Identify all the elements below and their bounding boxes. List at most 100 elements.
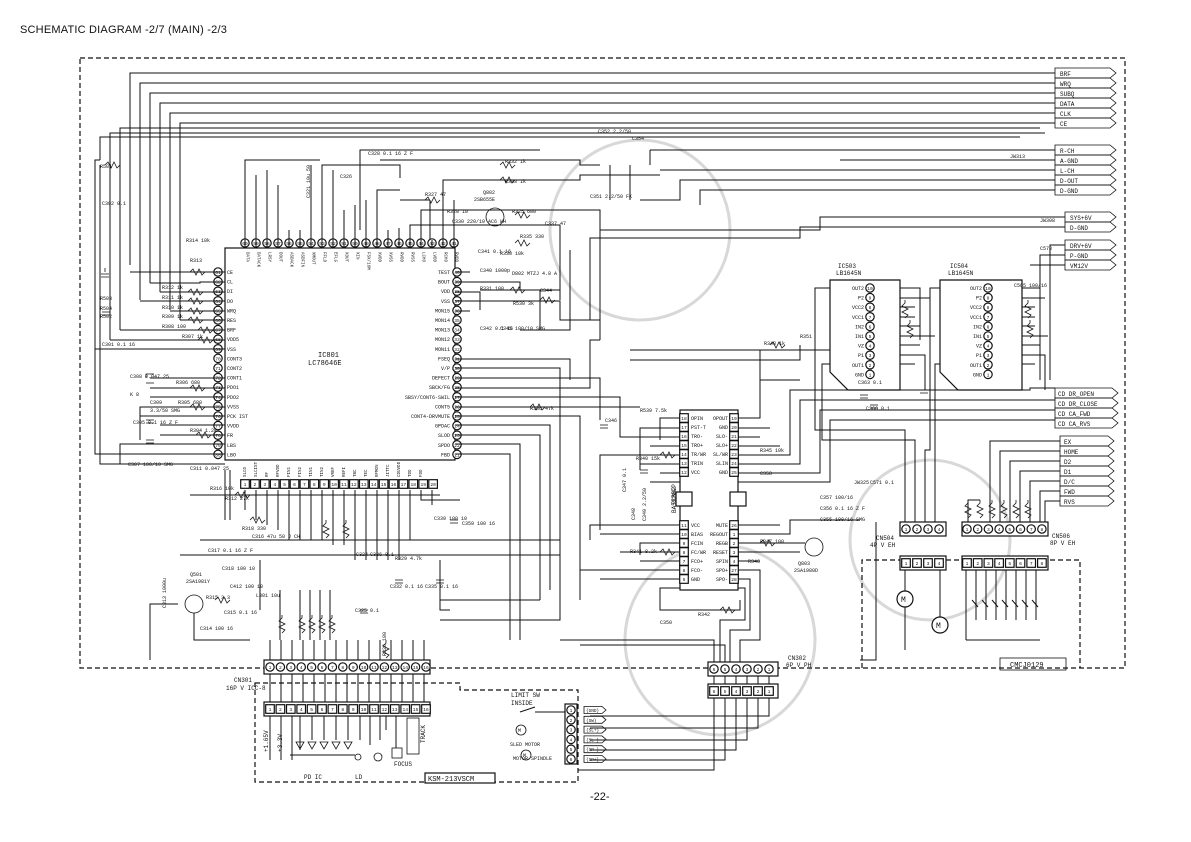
svg-text:40: 40 <box>454 270 460 276</box>
tag-ce: CE <box>1054 117 1117 129</box>
svg-text:R503: R503 <box>100 296 112 302</box>
svg-text:6: 6 <box>987 324 990 330</box>
motor-ic-pin-label: IN2 <box>855 324 864 330</box>
cn504-pin-2: 2 <box>912 558 922 568</box>
svg-text:C352 2.2/50: C352 2.2/50 <box>598 129 631 135</box>
cn506-pin-3: 3 <box>983 524 994 534</box>
svg-text:4: 4 <box>938 527 941 533</box>
cn301-pin-6: 6 <box>317 662 327 672</box>
svg-text:1: 1 <box>768 667 771 673</box>
cn506-pin-6: 6 <box>1015 558 1026 568</box>
svg-text:C335 0.1 16: C335 0.1 16 <box>425 584 458 590</box>
pickup-signal-tag: {SL-} <box>583 735 607 743</box>
ic801-pin-label: ASDACK <box>289 252 293 268</box>
ic801-pin-6: 6 <box>289 479 300 489</box>
cn506-pin-5: 5 <box>1004 524 1015 534</box>
svg-text:R333 1k: R333 1k <box>505 179 526 185</box>
svg-text:4: 4 <box>300 707 303 713</box>
svg-text:13: 13 <box>392 707 398 713</box>
svg-text:10: 10 <box>361 665 367 671</box>
tag-d-gnd-2: D-GND <box>1064 221 1117 233</box>
cn506-pin-8: 8 <box>1037 524 1047 534</box>
ic802-pin-19: 19 <box>729 413 739 423</box>
svg-text:15: 15 <box>413 707 419 713</box>
svg-text:23: 23 <box>731 452 737 458</box>
svg-text:4: 4 <box>300 665 303 671</box>
pickup-pin-4: 4 <box>566 734 576 745</box>
svg-text:28: 28 <box>731 577 737 583</box>
pd-diodes <box>290 716 355 756</box>
ic802-pin-label: FCIN <box>691 541 703 547</box>
ic801-pin-label: LVDD <box>432 252 436 263</box>
cn301-pin-7: 7 <box>327 704 338 714</box>
motor-ic-pin-3: 3 <box>865 350 875 360</box>
ic801-pin-label: CL <box>227 280 233 286</box>
pickup-signal-tag: {GND} <box>583 706 607 714</box>
tag-ca-fwd: CD CA_FWD <box>1054 407 1119 419</box>
transistor-q802: Q802 2SB655E <box>474 190 505 227</box>
motor-ic-pin-9: 9 <box>865 292 875 303</box>
svg-text:FOCUS: FOCUS <box>394 761 412 768</box>
cn506-pin-6: 6 <box>1015 524 1026 534</box>
ic801-pin-label: TDO <box>409 469 413 477</box>
ic801-pin-label: XMOUT <box>311 252 315 265</box>
ic801-pin-label: ASDFIN <box>300 252 304 268</box>
svg-text:R329 4.7k: R329 4.7k <box>395 556 422 562</box>
svg-text:C354: C354 <box>632 136 644 142</box>
signal-tags-top-right: BRF WRQ SUBQ DATA CLK CE R-CH A-GND L-CH… <box>1054 67 1119 507</box>
cn504-pin-4: 4 <box>934 524 944 534</box>
svg-text:C309: C309 <box>150 400 162 406</box>
cn301-pin-2: 2 <box>275 704 286 714</box>
svg-text:R504: R504 <box>100 306 112 312</box>
ic801-pin-28: 28 <box>452 382 462 392</box>
svg-text:6: 6 <box>321 665 324 671</box>
ic802-pin-label: GND <box>719 470 728 476</box>
svg-text:7: 7 <box>1030 527 1033 533</box>
svg-text:C359 100 16: C359 100 16 <box>462 521 495 527</box>
ic802-pin-21: 21 <box>729 431 739 441</box>
svg-text:14: 14 <box>402 665 408 671</box>
svg-text:P-GND: P-GND <box>1070 253 1088 260</box>
motor-ic-pin-10: 10 <box>983 283 993 293</box>
ic801-pin-36: 36 <box>452 305 462 316</box>
svg-text:4: 4 <box>733 559 736 565</box>
svg-text:C337 47: C337 47 <box>545 221 566 227</box>
svg-text:12: 12 <box>681 470 687 476</box>
svg-text:11: 11 <box>371 707 377 713</box>
motor-ic-pin-label: OUT1 <box>970 363 982 369</box>
tag-home: HOME <box>1059 445 1115 457</box>
svg-text:16: 16 <box>391 482 397 488</box>
svg-text:VM12V: VM12V <box>1070 263 1088 270</box>
svg-text:79: 79 <box>215 443 221 449</box>
cn301-pin-8: 8 <box>337 704 348 714</box>
tag-d-out: D-OUT <box>1054 174 1117 186</box>
svg-text:69: 69 <box>215 347 221 353</box>
svg-text:C324: C324 <box>356 552 368 558</box>
ic801-pin-65: 65 <box>213 305 223 316</box>
ic802-pin-label: SPO+ <box>716 568 728 574</box>
motor-ic-pin-label: GND <box>855 372 864 378</box>
svg-text:C363 0.1: C363 0.1 <box>858 380 882 386</box>
svg-text:C314 100 16: C314 100 16 <box>200 626 233 632</box>
svg-text:37: 37 <box>454 299 460 305</box>
ic801-pin-label: FBD <box>441 452 450 458</box>
tag-clk: CLK <box>1054 107 1117 119</box>
motor-ic-pin-label: OUT2 <box>970 286 982 292</box>
svg-text:HOME: HOME <box>1064 449 1079 456</box>
ic802-pin-label: OPOUT <box>713 416 728 422</box>
svg-text:9: 9 <box>323 482 326 488</box>
ic801-pin-label: DI <box>227 289 233 295</box>
ic801-pin-label: FIN2 <box>299 466 303 477</box>
svg-text:8: 8 <box>313 482 316 488</box>
svg-text:3: 3 <box>289 707 292 713</box>
svg-text:M: M <box>518 728 521 734</box>
svg-text:10: 10 <box>681 532 687 538</box>
svg-text:74: 74 <box>215 395 221 401</box>
svg-text:K 8: K 8 <box>130 392 139 398</box>
motor-ic-pin-8: 8 <box>983 302 993 312</box>
svg-text:7: 7 <box>303 482 306 488</box>
ic801-pin-label: TIN2 <box>321 466 325 477</box>
pickup-block: +1.65V +3.3V PD IC LD FOCUS TRACK KSM-21… <box>263 692 607 784</box>
